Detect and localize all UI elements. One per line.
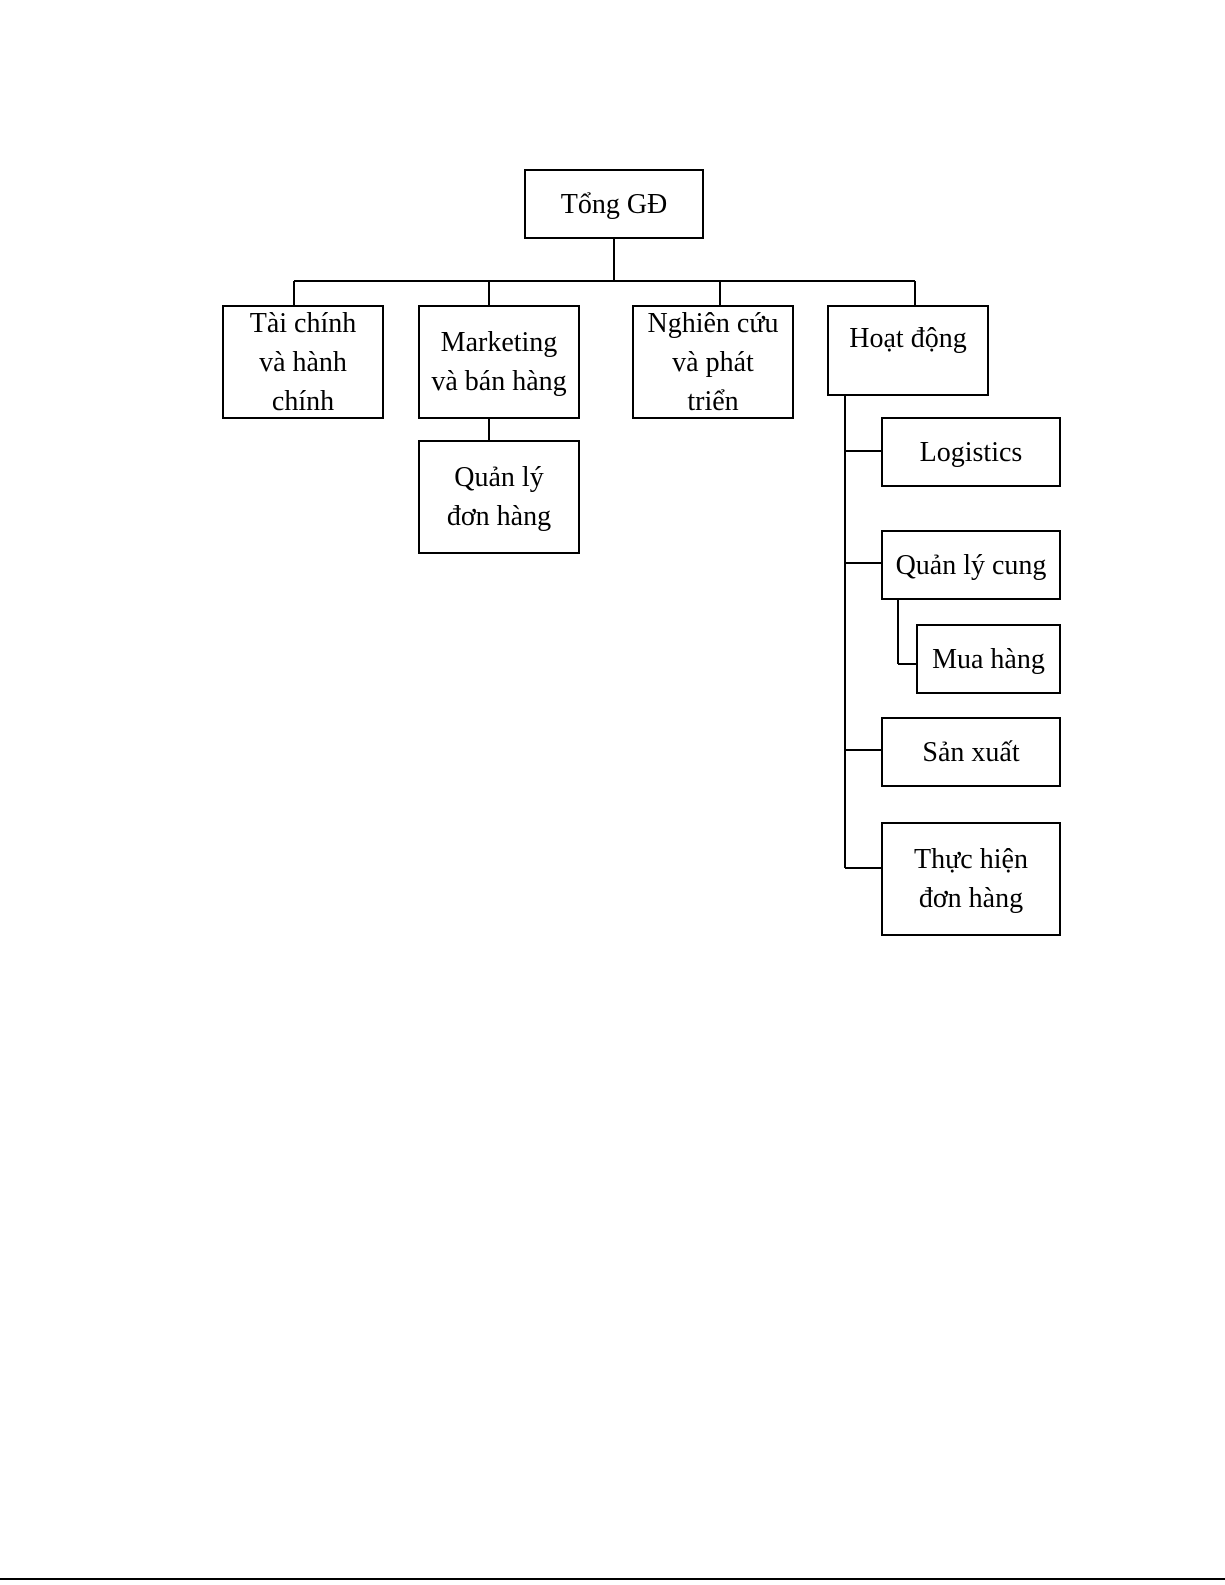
node-ceo: Tổng GĐ [524, 169, 704, 239]
bottom-rule [0, 1578, 1225, 1580]
node-order-management: Quản lý đơn hàng [418, 440, 580, 554]
node-marketing-label: Marketing và bán hàng [430, 323, 568, 401]
node-logistics-label: Logistics [920, 433, 1023, 472]
node-finance: Tài chính và hành chính [222, 305, 384, 419]
node-purchasing: Mua hàng [916, 624, 1061, 694]
node-order-fulfillment: Thực hiện đơn hàng [881, 822, 1061, 936]
node-operations: Hoạt động [827, 305, 989, 396]
node-operations-label: Hoạt động [849, 319, 966, 358]
node-supply-management-label: Quản lý cung [896, 546, 1047, 585]
node-finance-label: Tài chính và hành chính [236, 304, 370, 421]
node-rnd-label: Nghiên cứu và phát triển [644, 304, 782, 421]
node-production-label: Sản xuất [922, 733, 1019, 772]
node-supply-management: Quản lý cung [881, 530, 1061, 600]
node-ceo-label: Tổng GĐ [561, 185, 668, 224]
node-production: Sản xuất [881, 717, 1061, 787]
node-order-fulfillment-label: Thực hiện đơn hàng [895, 840, 1047, 918]
node-rnd: Nghiên cứu và phát triển [632, 305, 794, 419]
node-marketing: Marketing và bán hàng [418, 305, 580, 419]
node-order-management-label: Quản lý đơn hàng [430, 458, 568, 536]
node-purchasing-label: Mua hàng [932, 640, 1045, 679]
node-logistics: Logistics [881, 417, 1061, 487]
